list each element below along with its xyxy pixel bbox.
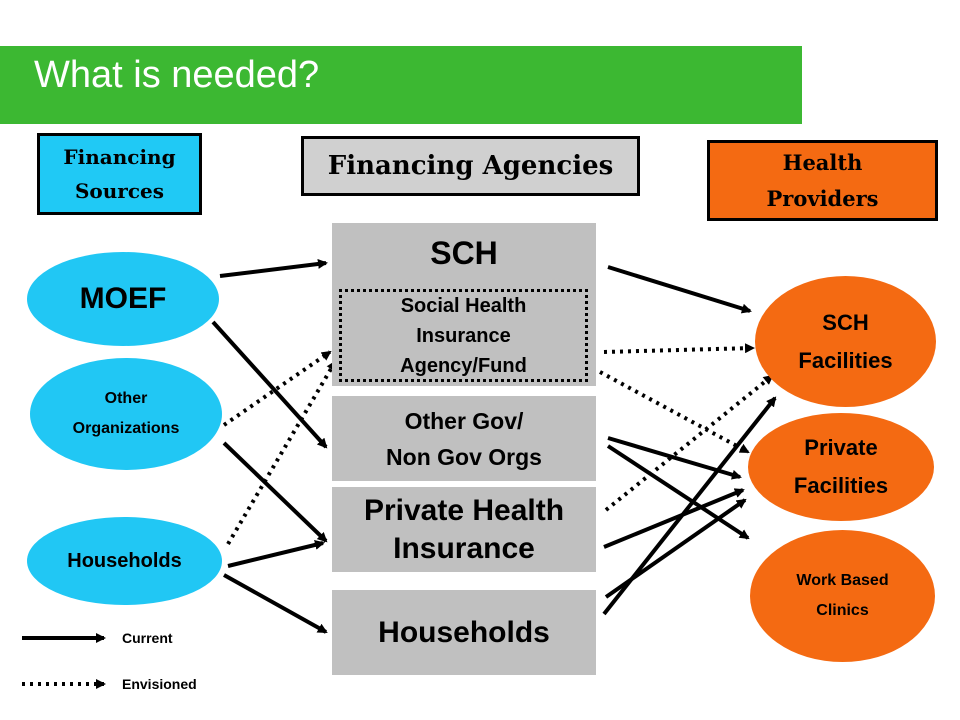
agency-other-gov: Other Gov/ Non Gov Orgs bbox=[332, 396, 596, 481]
dotted-arrow-private-insurance-to-sch-facilities bbox=[604, 374, 774, 512]
provider-sch-line-1: SCH bbox=[822, 309, 869, 335]
provider-work-line-2: Clinics bbox=[816, 602, 869, 619]
arrow-households-to-private-insurance bbox=[227, 540, 325, 568]
financing-agencies-header: Financing Agencies bbox=[301, 136, 640, 196]
arrow-households-to-households-agency bbox=[223, 573, 328, 634]
health-providers-header-line-2: Providers bbox=[766, 185, 879, 211]
legend-envisioned-label: Envisioned bbox=[122, 676, 197, 692]
dotted-arrow-sch-to-sch-facilities bbox=[603, 343, 755, 354]
provider-private-facilities: Private Facilities bbox=[748, 413, 934, 521]
arrow-moef-to-sch bbox=[219, 259, 328, 278]
source-other-organizations: Other Organizations bbox=[30, 358, 222, 470]
arrow-other-org-to-private-insurance bbox=[222, 441, 328, 543]
page-title: What is needed? bbox=[34, 54, 320, 96]
health-providers-header: Health Providers bbox=[707, 140, 938, 221]
source-households-label: Households bbox=[67, 549, 182, 572]
agency-other-gov-line-2: Non Gov Orgs bbox=[386, 443, 542, 470]
health-providers-header-line-1: Health bbox=[782, 149, 863, 175]
agency-private-health-line-1: Private Health bbox=[363, 493, 565, 527]
agency-sch: SCH Social Health Insurance Agency/Fund bbox=[332, 223, 596, 386]
arrow-households-agency-to-private-facilities bbox=[604, 498, 747, 599]
source-moef-label: MOEF bbox=[79, 282, 167, 315]
agency-sch-title: SCH bbox=[430, 235, 498, 271]
arrow-other-gov-to-work-clinics bbox=[606, 444, 750, 540]
title-bar: What is needed? bbox=[0, 46, 802, 124]
agency-sch-subtitle-line-2: Insurance bbox=[416, 324, 511, 347]
financing-agencies-header-label: Financing Agencies bbox=[327, 151, 614, 181]
provider-work-based-clinics: Work Based Clinics bbox=[750, 530, 935, 662]
arrow-private-insurance-to-private-facilities bbox=[603, 488, 745, 549]
provider-sch-facilities: SCH Facilities bbox=[755, 276, 936, 407]
source-households: Households bbox=[27, 517, 222, 605]
agency-sch-subtitle-line-1: Social Health bbox=[400, 294, 527, 317]
arrow-moef-to-other-gov bbox=[211, 320, 328, 449]
provider-sch-line-2: Facilities bbox=[798, 347, 893, 373]
financing-sources-header-line-1: Financing bbox=[63, 145, 176, 169]
agency-sch-subtitle-line-3: Agency/Fund bbox=[400, 354, 527, 377]
agency-households: Households bbox=[332, 590, 596, 675]
provider-private-line-2: Facilities bbox=[793, 473, 889, 498]
provider-private-line-1: Private bbox=[804, 435, 878, 460]
agency-private-health-insurance: Private Health Insurance bbox=[332, 487, 596, 572]
dotted-arrow-households-to-sch bbox=[226, 360, 337, 546]
arrow-sch-to-sch-facilities bbox=[607, 265, 752, 314]
dotted-arrow-other-org-to-sch bbox=[222, 350, 332, 427]
legend-current-label: Current bbox=[122, 630, 173, 646]
provider-work-line-1: Work Based bbox=[796, 572, 889, 589]
financing-sources-header-line-2: Sources bbox=[74, 179, 164, 203]
agency-households-label: Households bbox=[378, 615, 550, 649]
source-other-line-2: Organizations bbox=[72, 420, 180, 437]
agency-other-gov-line-1: Other Gov/ bbox=[404, 407, 524, 434]
agency-private-health-line-2: Insurance bbox=[393, 531, 535, 565]
financing-sources-header: Financing Sources bbox=[37, 133, 202, 215]
agency-sch-social-health-fund: Social Health Insurance Agency/Fund bbox=[339, 289, 588, 382]
source-other-line-1: Other bbox=[104, 390, 148, 407]
source-moef: MOEF bbox=[27, 252, 219, 346]
